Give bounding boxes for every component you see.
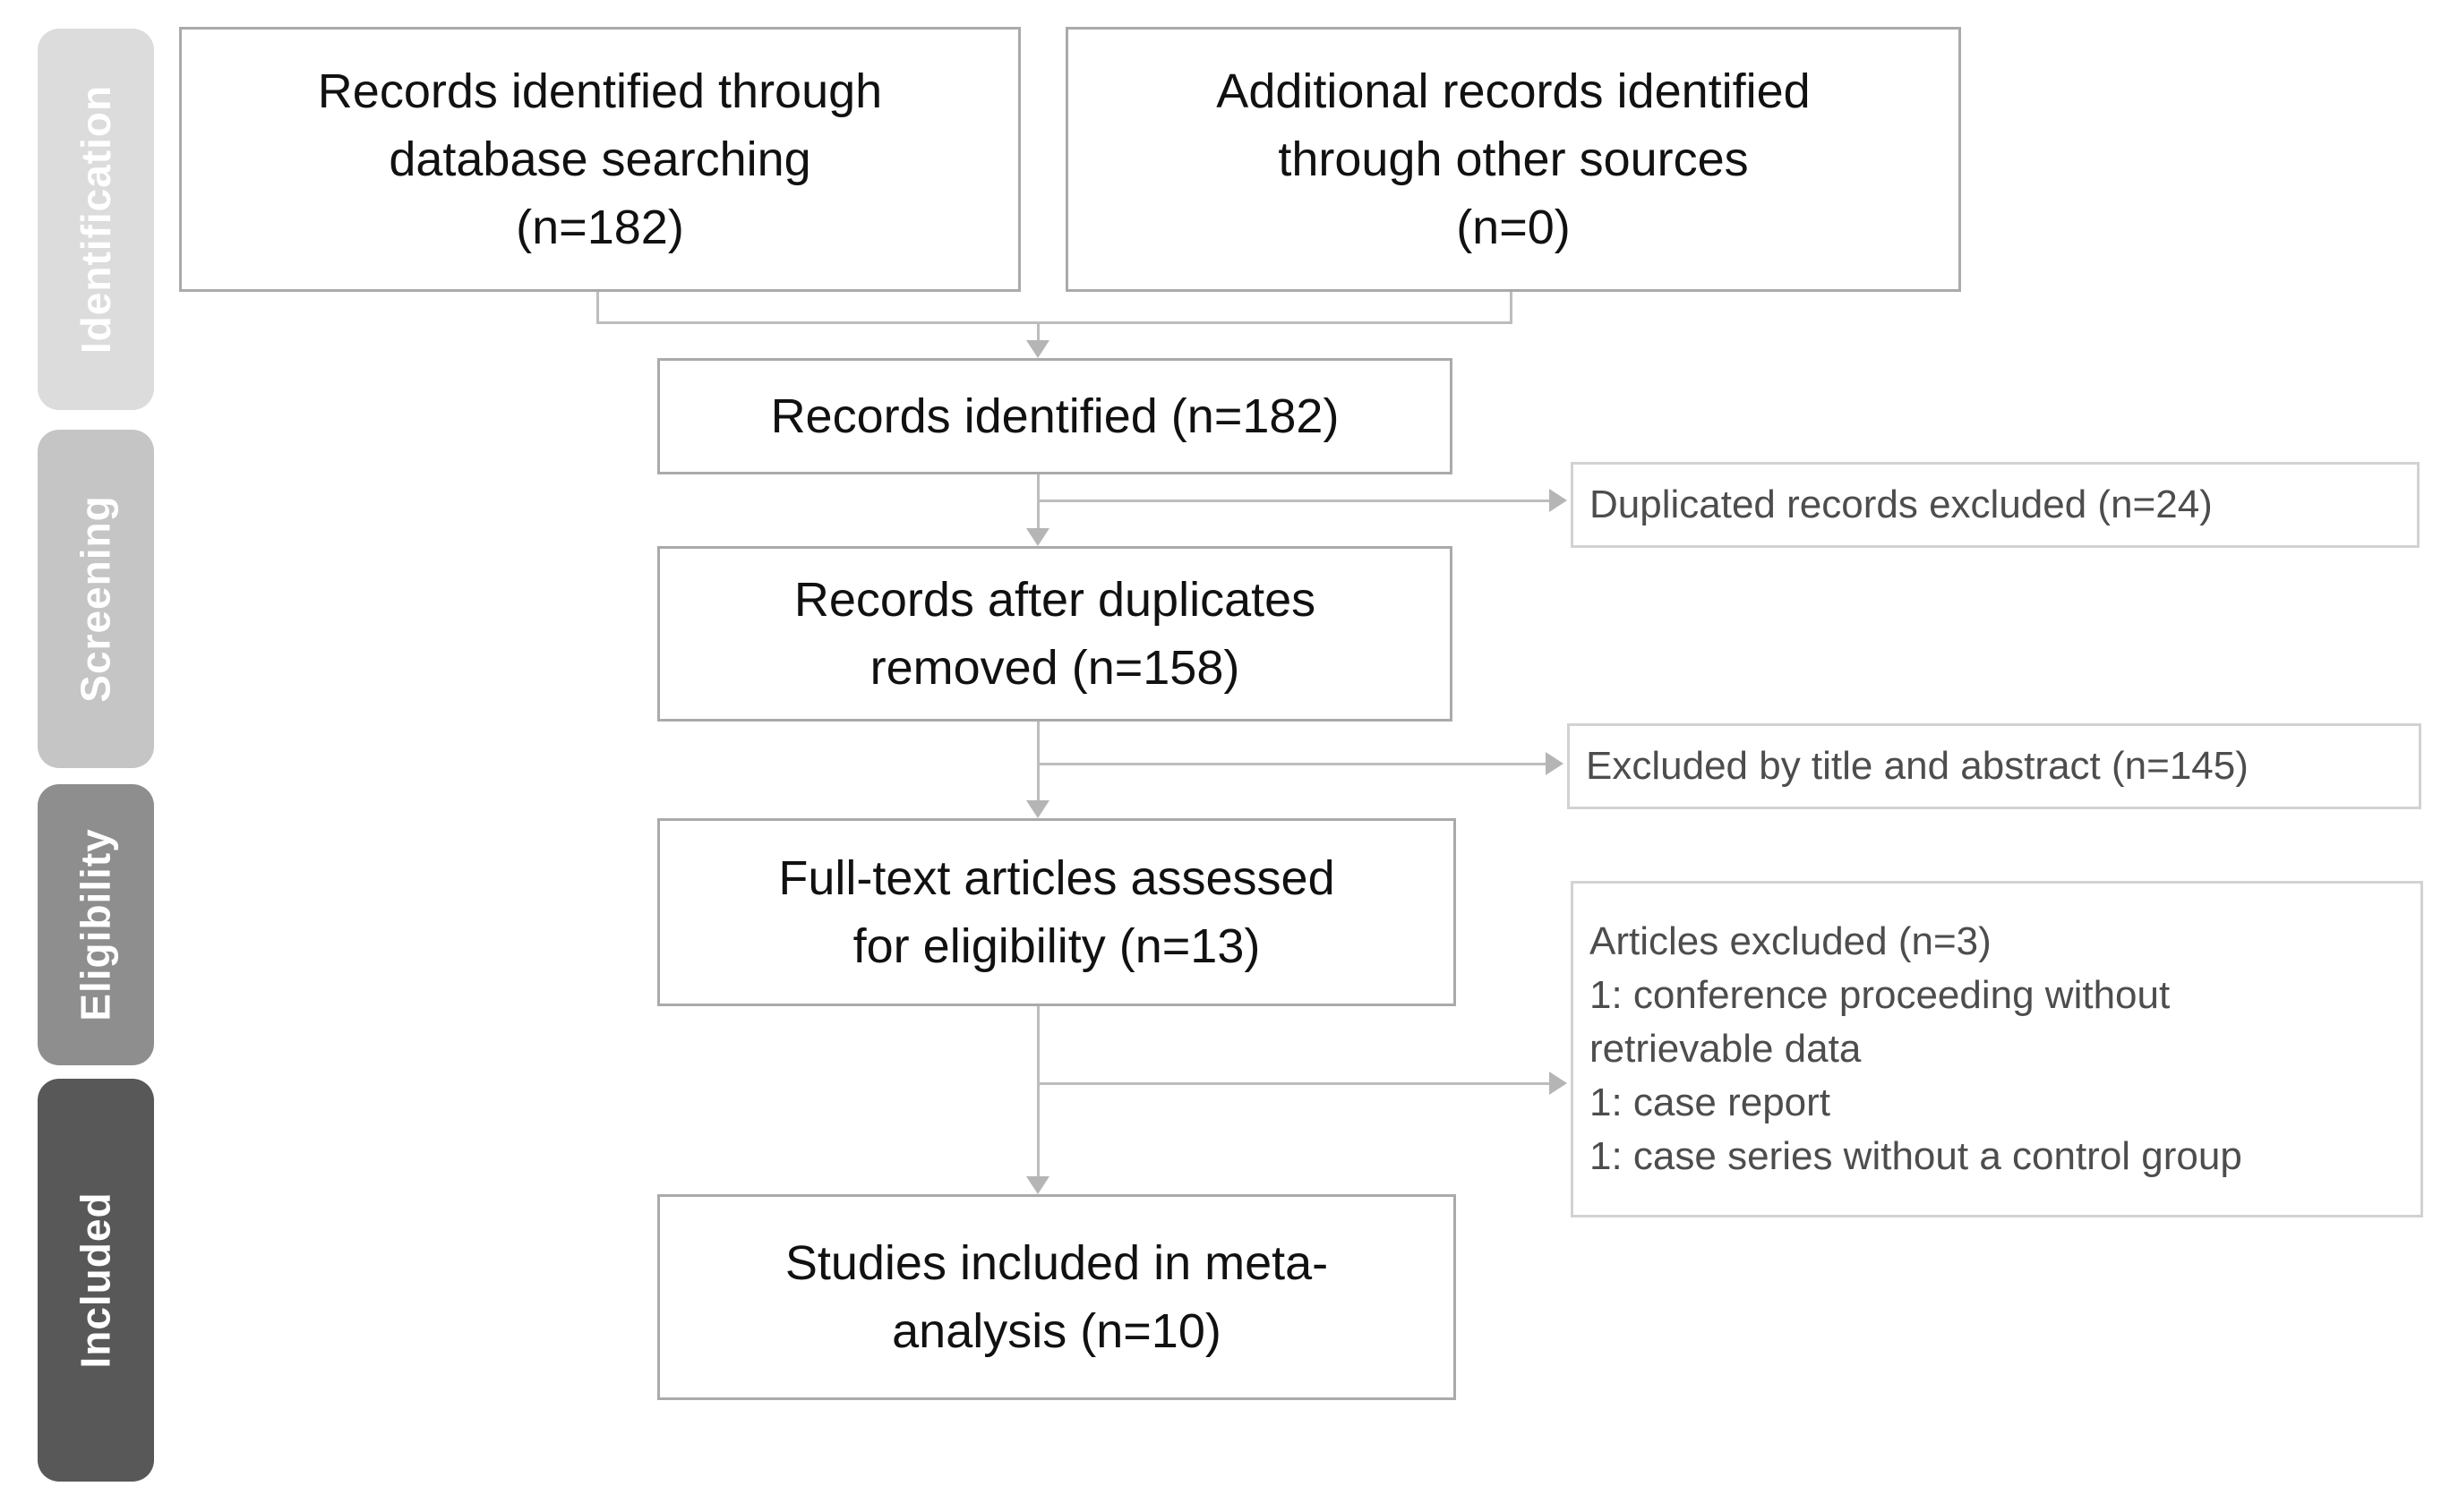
connector-records-to-duplicates-removed bbox=[1037, 474, 1040, 532]
connector-from-database-search bbox=[596, 292, 599, 324]
flow-box-database-search-line1: Records identified through bbox=[317, 64, 883, 118]
flow-box-included-studies-line1: Studies included in meta- bbox=[784, 1236, 1329, 1290]
stage-tab-included: Included bbox=[38, 1079, 154, 1482]
arrowhead-into-duplicates-removed bbox=[1026, 528, 1049, 546]
connector-into-records-identified bbox=[1037, 321, 1040, 346]
flow-box-fulltext-assessed-line1: Full-text articles assessed bbox=[778, 851, 1335, 905]
stage-tab-identification: Identification bbox=[38, 29, 154, 410]
side-box-articles-excluded-reason1: 1: conference proceeding without bbox=[1589, 973, 2171, 1017]
flow-box-duplicates-removed: Records after duplicates removed (n=158) bbox=[657, 546, 1452, 722]
flow-box-records-identified-line1: Records identified (n=182) bbox=[770, 389, 1340, 443]
stage-label-included: Included bbox=[73, 1192, 119, 1369]
arrowhead-into-duplicated-excluded bbox=[1549, 489, 1567, 512]
flow-box-fulltext-assessed-line2: for eligibility (n=13) bbox=[852, 919, 1261, 973]
connector-from-other-sources bbox=[1510, 292, 1512, 324]
side-box-duplicated-excluded-line1: Duplicated records excluded (n=24) bbox=[1589, 483, 2213, 526]
stage-tab-eligibility: Eligibility bbox=[38, 784, 154, 1065]
flow-box-database-search-count: (n=182) bbox=[516, 201, 684, 254]
flow-box-fulltext-assessed: Full-text articles assessed for eligibil… bbox=[657, 818, 1456, 1006]
flow-box-database-search-line2: database searching bbox=[389, 132, 811, 186]
arrowhead-into-articles-excluded bbox=[1549, 1072, 1567, 1095]
connector-duplicates-to-fulltext bbox=[1037, 722, 1040, 800]
side-box-articles-excluded-reason2: 1: case report bbox=[1589, 1081, 1831, 1124]
side-box-title-abstract-excluded-line1: Excluded by title and abstract (n=145) bbox=[1586, 744, 2249, 788]
stage-label-identification: Identification bbox=[73, 84, 120, 355]
side-box-title-abstract-excluded: Excluded by title and abstract (n=145) bbox=[1567, 723, 2421, 809]
flow-box-included-studies-line2: analysis (n=10) bbox=[892, 1304, 1221, 1358]
connector-top-junction bbox=[596, 321, 1512, 324]
stage-label-eligibility: Eligibility bbox=[73, 828, 119, 1021]
connector-to-articles-excluded bbox=[1039, 1082, 1553, 1085]
side-box-articles-excluded: Articles excluded (n=3) 1: conference pr… bbox=[1571, 881, 2423, 1217]
side-box-articles-excluded-header: Articles excluded (n=3) bbox=[1589, 919, 1992, 963]
stage-label-screening: Screening bbox=[73, 495, 120, 703]
flow-box-included-studies: Studies included in meta- analysis (n=10… bbox=[657, 1194, 1456, 1400]
connector-to-title-abstract-excluded bbox=[1039, 763, 1549, 765]
flow-box-records-identified: Records identified (n=182) bbox=[657, 358, 1452, 474]
flow-box-duplicates-removed-line2: removed (n=158) bbox=[869, 641, 1240, 695]
connector-to-duplicated-excluded bbox=[1039, 500, 1553, 502]
connector-fulltext-to-included bbox=[1037, 1006, 1040, 1176]
flow-box-other-sources-count: (n=0) bbox=[1456, 201, 1571, 254]
arrowhead-into-title-abstract-excluded bbox=[1546, 752, 1563, 775]
arrowhead-into-records-identified bbox=[1026, 340, 1049, 358]
flow-box-duplicates-removed-line1: Records after duplicates bbox=[793, 573, 1316, 627]
flow-box-other-sources-line2: through other sources bbox=[1278, 132, 1749, 186]
stage-tab-screening: Screening bbox=[38, 430, 154, 768]
arrowhead-into-fulltext bbox=[1026, 800, 1049, 818]
side-box-articles-excluded-reason1b: retrievable data bbox=[1589, 1027, 1862, 1071]
flow-box-database-search: Records identified through database sear… bbox=[179, 27, 1021, 292]
arrowhead-into-included-studies bbox=[1026, 1176, 1049, 1194]
flow-box-other-sources-line1: Additional records identified bbox=[1216, 64, 1811, 118]
side-box-duplicated-excluded: Duplicated records excluded (n=24) bbox=[1571, 462, 2420, 548]
flow-box-other-sources: Additional records identified through ot… bbox=[1066, 27, 1961, 292]
side-box-articles-excluded-reason3: 1: case series without a control group bbox=[1589, 1134, 2242, 1178]
